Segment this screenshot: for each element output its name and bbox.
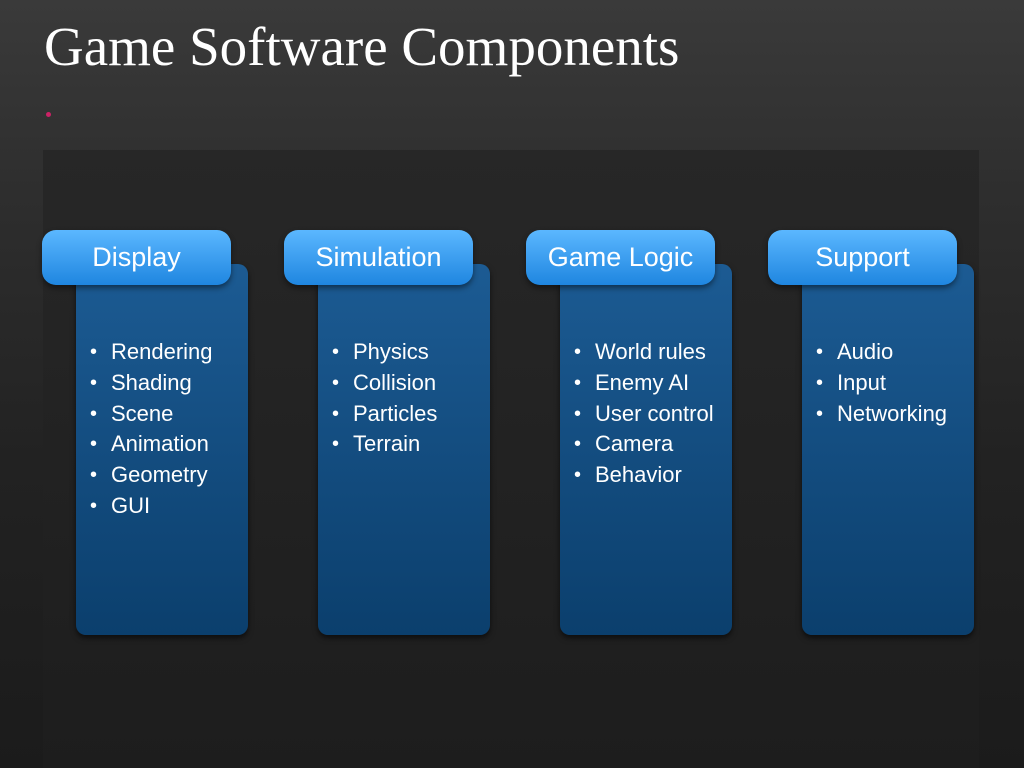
- item-text: Shading: [111, 369, 192, 395]
- item-text: Terrain: [353, 431, 421, 457]
- item-text: Networking: [837, 400, 948, 426]
- column-display: • Rendering • Shading • Scene • Animation • G…: [42, 230, 257, 635]
- list-item: • Particles: [330, 399, 488, 430]
- item-text: World rules: [595, 339, 706, 364]
- bullet-icon: •: [816, 402, 824, 425]
- column-body: • Rendering • Shading • Scene • Animation • G…: [76, 264, 248, 635]
- list-item: • Rendering: [88, 337, 246, 368]
- item-text: Physics: [353, 339, 429, 364]
- bullet-icon: •: [332, 402, 340, 425]
- item-list: • World rules • Enemy AI • User control • Ca…: [572, 337, 730, 491]
- item-text: User control: [595, 400, 714, 426]
- column-body: • World rules • Enemy AI • User control • Ca…: [560, 264, 732, 635]
- column-header-support: Support: [768, 230, 957, 285]
- item-text: Collision: [353, 369, 437, 395]
- item-text: Scene: [111, 400, 174, 426]
- title-bullet-dot: [46, 112, 51, 117]
- column-header-display: Display: [42, 230, 231, 285]
- bullet-icon: •: [332, 341, 340, 363]
- list-item: • Geometry: [88, 460, 246, 491]
- list-item: • Behavior: [572, 460, 730, 491]
- bullet-icon: •: [574, 371, 582, 394]
- item-text: Audio: [837, 339, 894, 364]
- column-body: • Physics • Collision • Particles • Terrain: [318, 264, 490, 635]
- slide-title: Game Software Components: [44, 16, 680, 77]
- bullet-icon: •: [90, 494, 98, 517]
- column-body: • Audio • Input • Networking: [802, 264, 974, 635]
- list-item: • Scene: [88, 399, 246, 430]
- list-item: • GUI: [88, 491, 246, 522]
- list-item: • Collision: [330, 368, 488, 399]
- list-item: • Networking: [814, 399, 972, 430]
- list-item: • Audio: [814, 337, 972, 368]
- list-item: • Input: [814, 368, 972, 399]
- bullet-icon: •: [574, 402, 582, 425]
- item-text: Geometry: [111, 462, 208, 488]
- column-game-logic: • World rules • Enemy AI • User control • Ca…: [526, 230, 741, 635]
- column-support: • Audio • Input • Networking Support: [768, 230, 983, 635]
- bullet-icon: •: [90, 371, 98, 394]
- list-item: • Camera: [572, 429, 730, 460]
- list-item: • World rules: [572, 337, 730, 368]
- bullet-icon: •: [332, 371, 340, 394]
- bullet-icon: •: [816, 341, 824, 363]
- bullet-icon: •: [90, 341, 98, 363]
- item-list: • Rendering • Shading • Scene • Animation • G…: [88, 337, 246, 522]
- bullet-icon: •: [574, 464, 582, 487]
- item-text: Input: [837, 369, 886, 395]
- list-item: • Terrain: [330, 429, 488, 460]
- item-text: Animation: [111, 431, 209, 457]
- item-list: • Audio • Input • Networking: [814, 337, 972, 429]
- list-item: • Enemy AI: [572, 368, 730, 399]
- item-text: Behavior: [595, 462, 682, 488]
- bullet-icon: •: [332, 433, 340, 456]
- column-header-game-logic: Game Logic: [526, 230, 715, 285]
- list-item: • Shading: [88, 368, 246, 399]
- column-header-simulation: Simulation: [284, 230, 473, 285]
- bullet-icon: •: [574, 433, 582, 456]
- item-text: GUI: [111, 492, 151, 518]
- bullet-icon: •: [574, 341, 582, 363]
- item-text: Camera: [595, 431, 674, 457]
- item-text: Enemy AI: [595, 369, 690, 395]
- item-text: Rendering: [111, 339, 213, 364]
- list-item: • Animation: [88, 429, 246, 460]
- item-text: Particles: [353, 400, 438, 426]
- bullet-icon: •: [90, 433, 98, 456]
- bullet-icon: •: [90, 402, 98, 425]
- list-item: • User control: [572, 399, 730, 430]
- list-item: • Physics: [330, 337, 488, 368]
- column-simulation: •Physics •Collision •Particles •Terrain …: [284, 230, 499, 635]
- item-list: • Physics • Collision • Particles • Terrain: [330, 337, 488, 460]
- bullet-icon: •: [816, 371, 824, 394]
- bullet-icon: •: [90, 464, 98, 487]
